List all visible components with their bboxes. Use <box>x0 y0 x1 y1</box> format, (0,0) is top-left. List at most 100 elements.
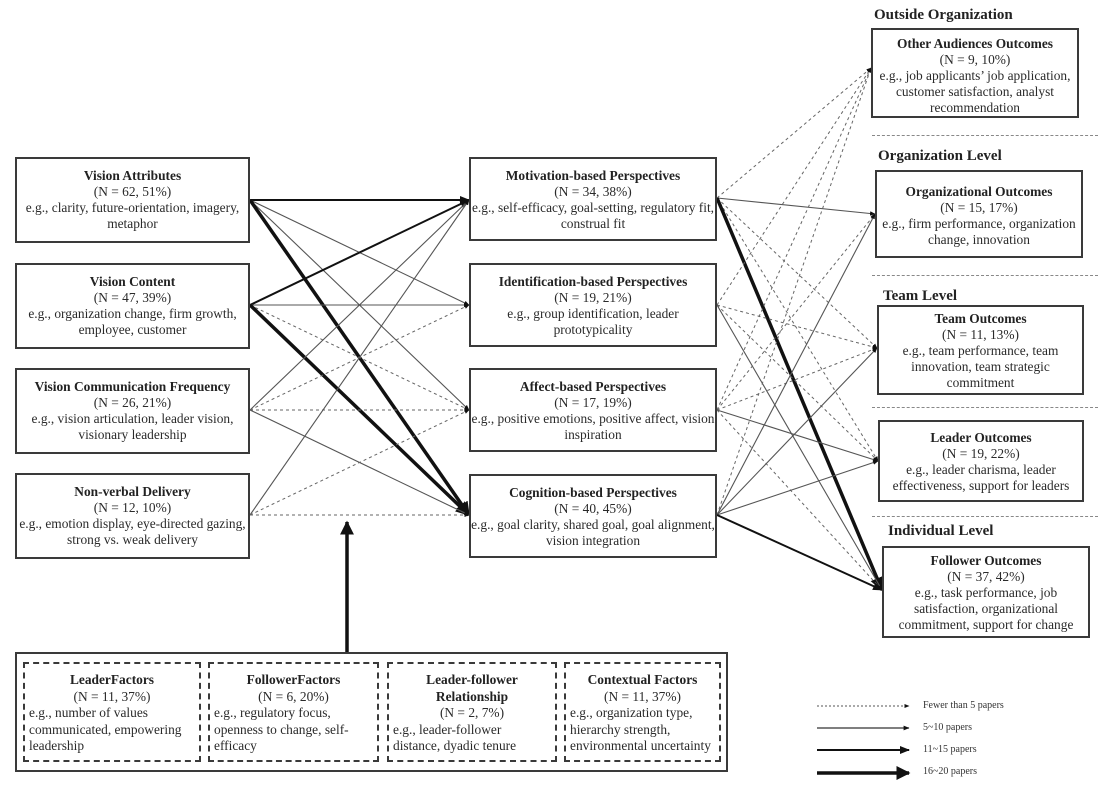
arrow-antecedent-to-mechanism <box>249 409 470 516</box>
box-count: (N = 34, 38%) <box>554 184 632 199</box>
mechanism-box-motivation-based: Motivation-based Perspectives (N = 34, 3… <box>469 157 717 241</box>
box-examples: e.g., firm performance, organization cha… <box>882 216 1076 247</box>
box-title: Organizational Outcomes <box>905 184 1053 199</box>
mechanism-box-cognition-based: Cognition-based Perspectives (N = 40, 45… <box>469 474 717 558</box>
arrow-mechanism-to-outcome <box>716 67 872 306</box>
box-count: (N = 37, 42%) <box>947 569 1025 584</box>
outcome-box-other-audiences: Other Audiences Outcomes (N = 9, 10%) e.… <box>871 28 1079 118</box>
legend-label: 5~10 papers <box>923 722 973 733</box>
arrow-mechanism-to-outcome <box>715 197 884 592</box>
section-divider <box>872 135 1098 136</box>
arrow-mechanism-to-outcome <box>716 347 878 411</box>
box-examples: e.g., positive emotions, positive affect… <box>471 411 715 442</box>
box-count: (N = 2, 7%) <box>439 705 505 720</box>
arrow-mechanism-to-outcome <box>716 67 872 411</box>
arrow-mechanism-to-outcome <box>716 67 872 199</box>
legend-label: Fewer than 5 papers <box>923 700 1004 711</box>
section-label-outside-organization: Outside Organization <box>874 7 1013 23</box>
moderators-container: LeaderFactors (N = 11, 37%) e.g., number… <box>15 652 728 772</box>
legend-label: 11~15 papers <box>923 744 977 755</box>
box-count: (N = 9, 10%) <box>939 52 1011 67</box>
box-examples: e.g., group identification, leader proto… <box>507 306 679 337</box>
legend-item-dotted: Fewer than 5 papers <box>815 698 1045 720</box>
box-title: Leader-follower Relationship <box>426 672 518 704</box>
moderator-box-leader-follower-relationship: Leader-follower Relationship (N = 2, 7%)… <box>387 662 557 762</box>
box-count: (N = 47, 39%) <box>93 290 172 305</box>
box-count: (N = 17, 19%) <box>554 395 632 410</box>
arrow-mechanism-to-outcome <box>716 460 879 516</box>
section-divider <box>872 516 1098 517</box>
arrow-antecedent-to-mechanism <box>249 199 470 411</box>
legend-line-dotted <box>817 704 910 708</box>
box-examples: e.g., goal clarity, shared goal, goal al… <box>471 517 715 548</box>
legend-item-thin: 5~10 papers <box>815 720 1045 742</box>
antecedent-box-vision-content: Vision Content (N = 47, 39%) e.g., organ… <box>15 263 250 349</box>
box-title: Team Outcomes <box>934 311 1027 326</box>
box-title: Vision Content <box>89 274 176 289</box>
box-title: LeaderFactors <box>69 672 155 687</box>
box-examples: e.g., organization change, firm growth, … <box>28 306 237 337</box>
box-count: (N = 12, 10%) <box>93 500 172 515</box>
outcome-box-follower: Follower Outcomes (N = 37, 42%) e.g., ta… <box>882 546 1090 638</box>
arrow-mechanism-to-outcome <box>716 197 879 462</box>
legend: Fewer than 5 papers 5~10 papers 11~15 pa… <box>815 698 1045 786</box>
antecedent-box-vision-attributes: Vision Attributes (N = 62, 51%) e.g., cl… <box>15 157 250 243</box>
box-examples: e.g., organization type, hierarchy stren… <box>570 705 711 753</box>
moderator-box-follower-factors: FollowerFactors (N = 6, 20%) e.g., regul… <box>208 662 379 762</box>
box-examples: e.g., vision articulation, leader vision… <box>31 411 234 442</box>
mechanism-box-affect-based: Affect-based Perspectives (N = 17, 19%) … <box>469 368 717 452</box>
box-title: FollowerFactors <box>246 672 341 687</box>
box-title: Identification-based Perspectives <box>498 274 688 289</box>
arrow-mechanism-to-outcome <box>716 67 872 516</box>
legend-item-medium: 11~15 papers <box>815 742 1045 764</box>
arrow-mechanism-to-outcome <box>716 409 879 462</box>
arrow-mechanism-to-outcome <box>716 304 878 349</box>
arrow-mechanism-to-outcome <box>716 213 876 411</box>
box-title: Affect-based Perspectives <box>519 379 667 394</box>
box-examples: e.g., emotion display, eye-directed gazi… <box>19 516 246 547</box>
antecedent-box-vision-communication-frequency: Vision Communication Frequency (N = 26, … <box>15 368 250 454</box>
box-count: (N = 6, 20%) <box>258 688 329 704</box>
outcome-box-organizational: Organizational Outcomes (N = 15, 17%) e.… <box>875 170 1083 258</box>
outcome-box-leader: Leader Outcomes (N = 19, 22%) e.g., lead… <box>878 420 1084 502</box>
box-title: Vision Communication Frequency <box>34 379 231 394</box>
box-examples: e.g., task performance, job satisfaction… <box>898 585 1074 632</box>
box-count: (N = 19, 22%) <box>942 446 1020 461</box>
legend-item-thick: 16~20 papers <box>815 764 1045 786</box>
box-title: Non-verbal Delivery <box>74 484 191 499</box>
box-count: (N = 62, 51%) <box>93 184 172 199</box>
section-divider <box>872 407 1098 408</box>
arrow-antecedent-to-mechanism <box>249 199 470 306</box>
box-examples: e.g., number of values communicated, emp… <box>29 705 182 753</box>
legend-line-thick <box>817 766 911 780</box>
section-label-organization-level: Organization Level <box>878 148 1002 164</box>
arrow-mechanism-to-outcome <box>716 197 876 216</box>
box-title: Other Audiences Outcomes <box>897 36 1053 51</box>
arrow-mechanism-to-outcome <box>716 514 883 591</box>
box-count: (N = 11, 37%) <box>73 688 151 704</box>
legend-line-medium <box>817 746 910 754</box>
arrow-mechanism-to-outcome <box>716 347 878 516</box>
box-count: (N = 19, 21%) <box>554 290 632 305</box>
box-title: Follower Outcomes <box>930 553 1042 568</box>
box-title: Contextual Factors <box>587 672 698 687</box>
antecedent-box-non-verbal-delivery: Non-verbal Delivery (N = 12, 10%) e.g., … <box>15 473 250 559</box>
box-title: Cognition-based Perspectives <box>509 485 677 500</box>
arrow-mechanism-to-outcome <box>716 197 878 349</box>
moderator-box-contextual-factors: Contextual Factors (N = 11, 37%) e.g., o… <box>564 662 721 762</box>
legend-label: 16~20 papers <box>923 766 978 777</box>
section-label-team-level: Team Level <box>883 288 958 304</box>
mechanism-box-identification-based: Identification-based Perspectives (N = 1… <box>469 263 717 347</box>
box-examples: e.g., leader-follower distance, dyadic t… <box>393 721 517 754</box>
box-count: (N = 40, 45%) <box>554 501 632 516</box>
section-label-individual-level: Individual Level <box>888 523 994 539</box>
box-examples: e.g., team performance, team innovation,… <box>902 343 1059 390</box>
box-count: (N = 15, 17%) <box>940 200 1018 215</box>
box-count: (N = 26, 21%) <box>93 395 172 410</box>
legend-line-thin <box>817 725 910 731</box>
arrow-mechanism-to-outcome <box>716 409 883 591</box>
box-title: Leader Outcomes <box>930 430 1032 445</box>
arrow-mechanism-to-outcome <box>716 213 876 516</box>
box-title: Vision Attributes <box>83 168 182 183</box>
box-count: (N = 11, 37%) <box>604 688 681 704</box>
